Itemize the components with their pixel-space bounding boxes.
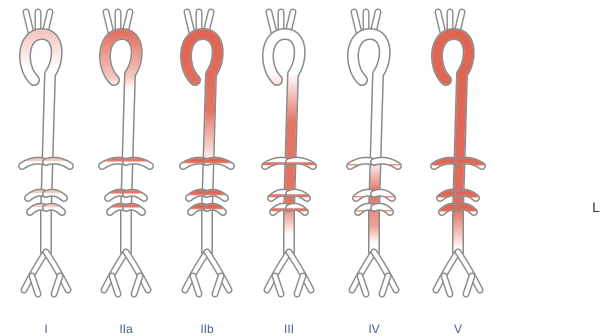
panel-label: III xyxy=(284,322,294,336)
panel-label: IIb xyxy=(200,322,214,336)
side-label: L xyxy=(592,199,600,215)
panel-label: V xyxy=(454,322,462,336)
iliac-bifurcation xyxy=(267,252,311,294)
aorta-panel-6: V xyxy=(434,12,482,336)
aorta-panel-2: IIa xyxy=(102,12,150,336)
iliac-bifurcation xyxy=(24,252,68,294)
panels-group: I IIa IIb III IV V xyxy=(22,12,482,336)
aorta-panel-5: IV xyxy=(350,12,398,336)
panel-label: IIa xyxy=(119,322,133,336)
panel-label: I xyxy=(44,322,47,336)
aorta-panel-3: IIb xyxy=(183,12,231,336)
iliac-bifurcation xyxy=(352,252,396,294)
aorta-panel-4: III xyxy=(265,12,313,336)
iliac-bifurcation xyxy=(185,252,229,294)
iliac-bifurcation xyxy=(104,252,148,294)
iliac-bifurcation xyxy=(436,252,480,294)
aorta-panel-1: I xyxy=(22,12,70,336)
panel-label: IV xyxy=(368,322,379,336)
